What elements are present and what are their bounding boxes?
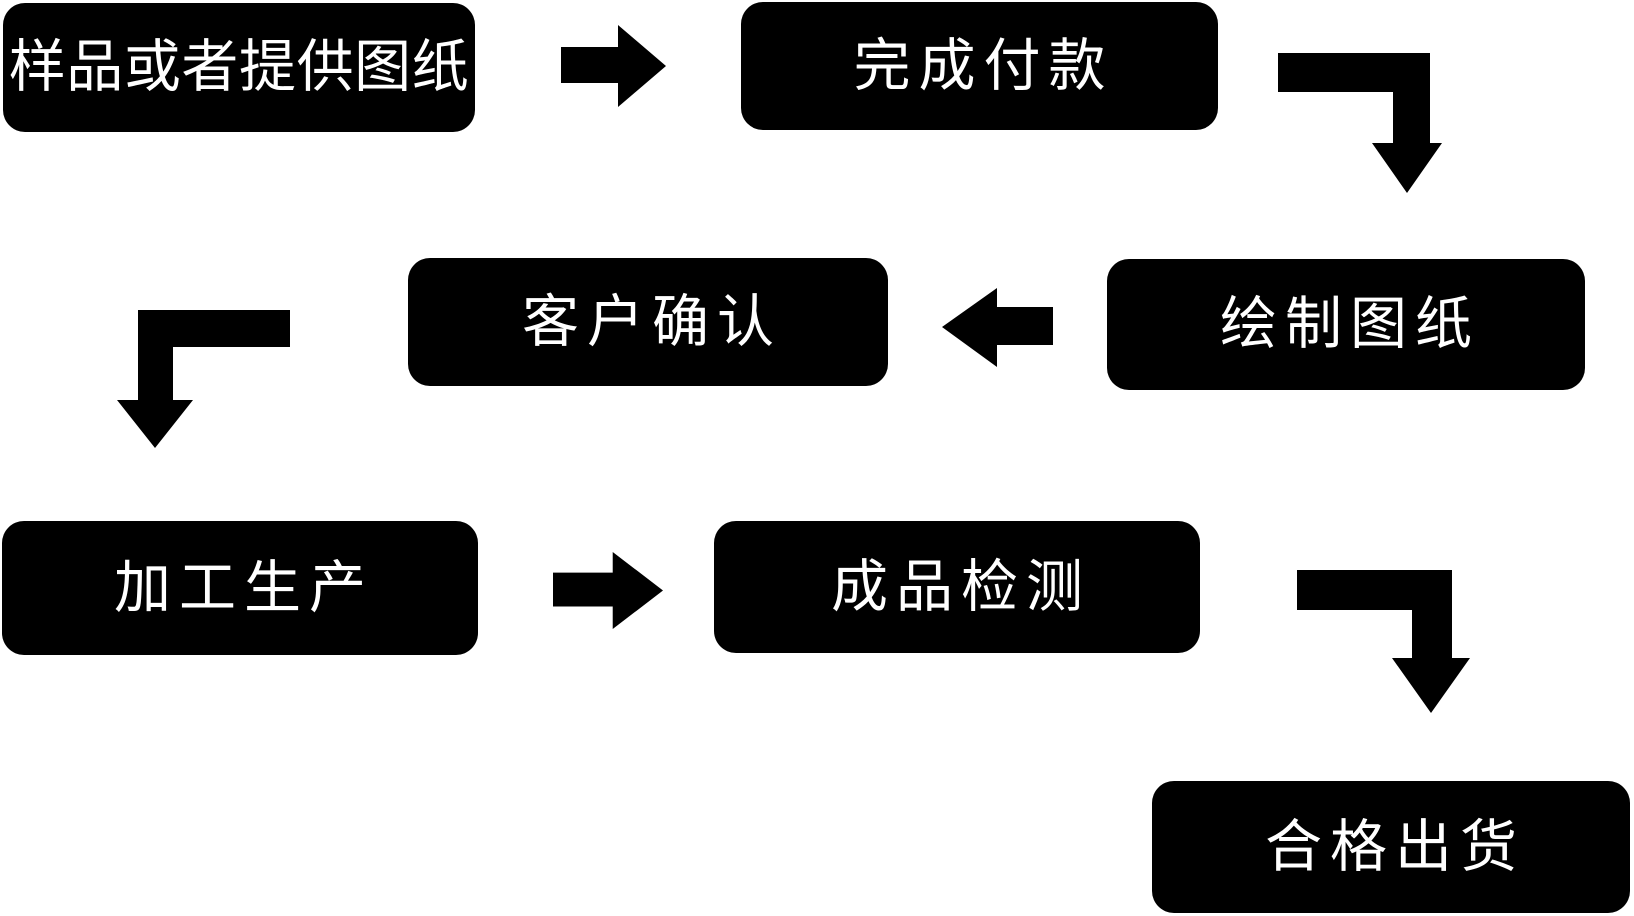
arrow-elbow-shape xyxy=(1278,53,1442,193)
node-label: 客户确认 xyxy=(522,288,782,355)
node-customer-confirm: 客户确认 xyxy=(408,258,888,386)
node-label: 完成付款 xyxy=(853,32,1114,99)
arrow-right-icon xyxy=(561,25,666,107)
node-qualified-shipment: 合格出货 xyxy=(1152,781,1630,913)
arrow-right-shape xyxy=(561,25,666,107)
arrow-elbow-right-down-icon xyxy=(1278,53,1442,193)
node-sample-or-drawing: 样品或者提供图纸 xyxy=(3,3,475,132)
node-label: 绘制图纸 xyxy=(1220,291,1480,357)
arrow-elbow-shape xyxy=(1297,570,1470,713)
arrow-elbow-right-down-icon xyxy=(1297,570,1470,713)
node-finished-product-inspection: 成品检测 xyxy=(714,521,1200,653)
node-draw-drawings: 绘制图纸 xyxy=(1107,259,1585,390)
node-label: 合格出货 xyxy=(1265,813,1525,880)
arrow-right-shape xyxy=(553,552,663,629)
node-complete-payment: 完成付款 xyxy=(741,2,1218,130)
node-label: 加工生产 xyxy=(114,554,374,621)
arrow-elbow-shape xyxy=(117,310,290,448)
node-label: 样品或者提供图纸 xyxy=(8,34,470,100)
node-processing-production: 加工生产 xyxy=(2,521,478,655)
arrow-left-shape xyxy=(942,288,1053,367)
arrow-elbow-left-down-icon xyxy=(117,310,290,448)
arrow-right-icon xyxy=(553,552,663,629)
arrow-left-icon xyxy=(942,288,1053,367)
node-label: 成品检测 xyxy=(831,553,1091,620)
